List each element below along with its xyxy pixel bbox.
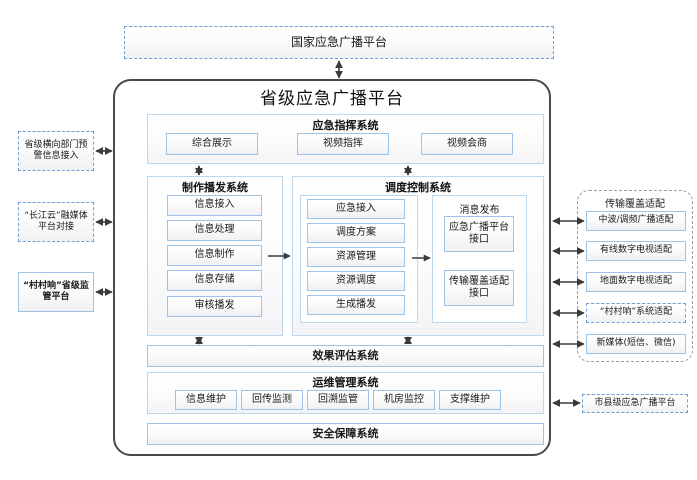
ops-system-title: 运维管理系统 xyxy=(312,376,379,389)
ops-item-3[interactable]: 机房监控 xyxy=(373,390,435,410)
evaluation-system-box: 效果评估系统 xyxy=(147,345,544,367)
transmission-item-2[interactable]: 地面数字电视适配 xyxy=(586,272,686,292)
command-system-title: 应急指挥系统 xyxy=(312,119,379,132)
national-platform-box: 国家应急广播平台 xyxy=(124,26,554,59)
production-item-2[interactable]: 信息制作 xyxy=(167,245,262,266)
transmission-item-0[interactable]: 中波/调频广播适配 xyxy=(586,211,686,231)
dispatch-item-0[interactable]: 应急接入 xyxy=(307,199,405,219)
dispatch-item-4[interactable]: 生成播发 xyxy=(307,295,405,315)
command-item-1[interactable]: 视频指挥 xyxy=(297,133,389,155)
command-item-2[interactable]: 视频会商 xyxy=(421,133,513,155)
production-system-title: 制作播发系统 xyxy=(182,181,248,194)
national-platform-label: 国家应急广播平台 xyxy=(290,35,387,49)
left-input-0[interactable]: 省级横向部门预警信息接入 xyxy=(18,131,94,171)
city-platform-box[interactable]: 市县级应急广播平台 xyxy=(582,394,688,413)
left-input-2[interactable]: “村村响”省级监管平台 xyxy=(18,272,94,312)
ops-item-1[interactable]: 回传监测 xyxy=(241,390,303,410)
left-input-1[interactable]: “长江云”融媒体平台对接 xyxy=(18,202,94,242)
dispatch-item-2[interactable]: 资源管理 xyxy=(307,247,405,267)
dispatch-item-1[interactable]: 调度方案 xyxy=(307,223,405,243)
production-item-1[interactable]: 信息处理 xyxy=(167,220,262,241)
message-release-item-0[interactable]: 应急广播平台接口 xyxy=(444,216,514,252)
message-release-title: 消息发布 xyxy=(459,205,500,216)
message-release-item-1[interactable]: 传输覆盖适配接口 xyxy=(444,270,514,306)
ops-item-0[interactable]: 信息维护 xyxy=(175,390,237,410)
ops-item-4[interactable]: 支撑维护 xyxy=(439,390,501,410)
production-item-0[interactable]: 信息接入 xyxy=(167,195,262,216)
transmission-item-4[interactable]: 新媒体(短信、微信) xyxy=(586,334,686,354)
transmission-item-3[interactable]: “村村响”系统适配 xyxy=(586,303,686,323)
transmission-panel-title: 传输覆盖适配 xyxy=(605,199,665,210)
command-item-0[interactable]: 综合展示 xyxy=(166,133,258,155)
dispatch-item-3[interactable]: 资源调度 xyxy=(307,271,405,291)
ops-item-2[interactable]: 回溯监管 xyxy=(307,390,369,410)
provincial-platform-title: 省级应急广播平台 xyxy=(260,89,404,109)
production-item-4[interactable]: 审核播发 xyxy=(167,296,262,317)
security-system-box: 安全保障系统 xyxy=(147,423,544,445)
dispatch-system-title: 调度控制系统 xyxy=(385,181,451,194)
transmission-item-1[interactable]: 有线数字电视适配 xyxy=(586,241,686,261)
production-item-3[interactable]: 信息存储 xyxy=(167,270,262,291)
